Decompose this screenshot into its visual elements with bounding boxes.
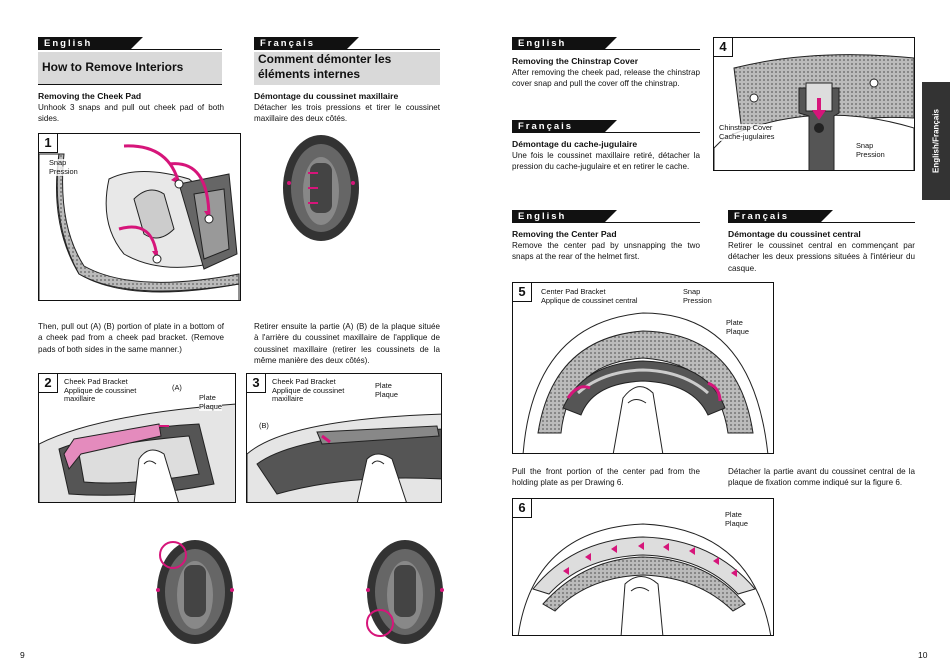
lang-label-french: Français [728,210,820,223]
text-cheek-pad-en: Unhook 3 snaps and pull out cheek pad of… [38,103,224,124]
label-snap: Snap Pression [683,287,712,306]
figure-number: 6 [513,499,532,518]
figure-number: 3 [247,374,266,393]
lang-bar-tip [346,37,359,50]
text-front-pad-fr: Détacher la partie avant du coussinet ce… [728,467,915,488]
section-title-box-french: Comment démonter les éléments internes [254,52,440,85]
text-front-pad-en: Pull the front portion of the center pad… [512,467,700,488]
text-plate-en: Then, pull out (A) (B) portion of plate … [38,322,224,354]
text-center-pad-en: Remove the center pad by unsnapping the … [512,241,700,262]
figure-4: 4 Chinstrap Cover Cache-jugulaires Snap … [713,37,915,171]
figure-5: 5 Center Pad Bracket Applique de coussin… [512,282,774,454]
lang-bar-tip [130,37,143,50]
front-pad-illustration [517,523,772,635]
section-title: How to Remove Interiors [42,60,184,74]
label-cheek-pad-bracket: Cheek Pad Bracket Applique de coussinet … [64,377,137,404]
section-title-box-english: How to Remove Interiors [38,52,222,85]
lang-bar-tip [604,37,617,50]
label-cheek-pad-bracket: Cheek Pad Bracket Applique de coussinet … [272,377,345,404]
heading-cheek-pad-fr: Démontage du coussinet maxillaire [254,91,399,101]
page-number-right: 10 [918,650,928,660]
lang-label-english: English [38,37,130,50]
heading-center-pad-en: Removing the Center Pad [512,229,617,239]
heading-cheek-pad-en: Removing the Cheek Pad [38,91,142,101]
figure-6: 6 Plate Plaque [512,498,774,636]
label-chinstrap-cover: Chinstrap Cover Cache-jugulaires [719,123,775,142]
lang-bar-rule [512,222,700,223]
bracket-illustration [247,413,441,502]
heading-chinstrap-fr: Démontage du cache-jugulaire [512,139,638,149]
text-chinstrap-fr: Une fois le coussinet maxillaire retiré,… [512,151,700,172]
label-plate: Plate Plaque [199,393,223,412]
label-b: (B) [259,421,269,431]
figure-2: 2 Cheek Pad Bracket Applique de coussine… [38,373,236,503]
lang-bar-rule [512,132,700,133]
lang-bar-rule [728,222,915,223]
label-center-pad-bracket: Center Pad Bracket Applique de coussinet… [541,287,638,306]
text-center-pad-fr: Retirer le coussinet central en commença… [728,241,915,273]
helmet-top-view-1 [283,135,359,241]
label-plate: Plate Plaque [726,318,750,337]
text-plate-fr: Retirer ensuite la partie (A) (B) de la … [254,322,440,365]
lang-label-english: English [512,210,604,223]
label-snap: Snap Pression [49,158,78,177]
page-number-left: 9 [20,650,25,660]
lang-bar-tip [820,210,833,223]
title-rule [38,84,222,85]
cheek-pad-illustration [39,144,240,300]
lang-label-french: Français [254,37,346,50]
text-chinstrap-en: After removing the cheek pad, release th… [512,68,700,89]
lang-bar-rule [38,49,222,50]
language-side-tab: English/Français [922,82,950,200]
helmet-top-view-2 [156,540,234,644]
text-cheek-pad-fr: Détacher les trois pressions et tirer le… [254,103,440,124]
label-plate: Plate Plaque [375,381,399,400]
section-title: Comment démonter les éléments internes [258,52,392,81]
helmet-top-view-3 [366,540,444,644]
figure-number: 4 [714,38,733,57]
figure-number: 5 [513,283,532,302]
lang-label-french: Français [512,120,604,133]
lang-bar-rule [254,49,440,50]
figure-3: 3 Cheek Pad Bracket Applique de coussine… [246,373,442,503]
center-pad-illustration [522,312,769,453]
figure-number: 1 [39,134,58,153]
chinstrap-illustration [714,54,914,170]
lang-bar-tip [604,120,617,133]
figure-number: 2 [39,374,58,393]
label-a: (A) [172,383,182,393]
figure-1: 1 Snap Pression [38,133,241,301]
heading-chinstrap-en: Removing the Chinstrap Cover [512,56,639,66]
bracket-illustration [39,403,235,502]
lang-bar-tip [604,210,617,223]
heading-center-pad-fr: Démontage du coussinet central [728,229,861,239]
label-plate: Plate Plaque [725,510,749,529]
label-snap: Snap Pression [856,141,885,160]
lang-bar-rule [512,49,700,50]
side-tab-label: English/Français [931,108,941,174]
lang-label-english: English [512,37,604,50]
